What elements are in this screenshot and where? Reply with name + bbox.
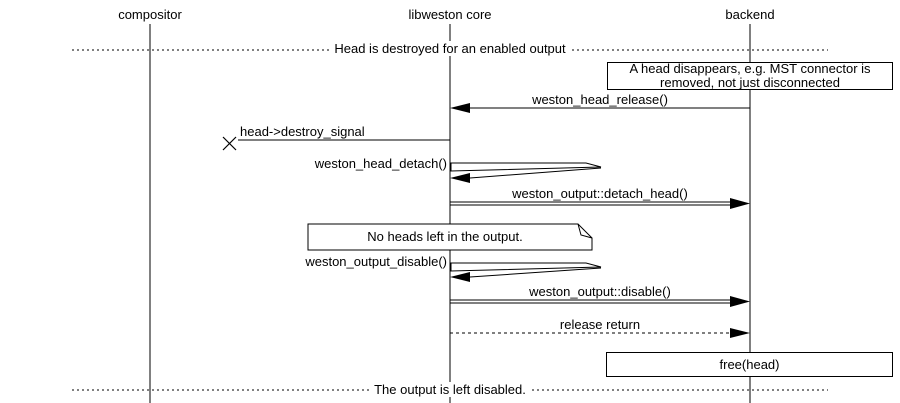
return-message-release [450, 328, 750, 338]
note-head-disappears-text: A head disappears, e.g. MST connector is… [629, 61, 871, 90]
message-label-head-detach: weston_head_detach() [314, 156, 447, 171]
action-free-head-text: free(head) [719, 356, 780, 372]
note-fold-icon [577, 223, 593, 239]
participant-libweston-core: libweston core [408, 7, 492, 22]
lost-message-x-icon [222, 136, 237, 151]
participant-compositor: compositor [118, 7, 182, 22]
arrowhead-left-icon [450, 272, 470, 282]
message-label-output-disable-call: weston_output::disable() [529, 284, 671, 299]
divider-top: Head is destroyed for an enabled output [0, 41, 900, 56]
message-label-destroy-signal: head->destroy_signal [240, 124, 365, 139]
arrowhead-right-icon [730, 296, 750, 307]
arrowhead-right-icon [730, 328, 750, 338]
note-no-heads-shape [307, 223, 593, 251]
arrowhead-left-icon [450, 103, 470, 113]
method-call-output-disable [450, 296, 750, 307]
note-no-heads-text: No heads left in the output. [367, 229, 523, 244]
divider-bottom: The output is left disabled. [0, 382, 900, 397]
action-free-head: free(head) [606, 352, 893, 377]
method-call-detach-head [450, 198, 750, 209]
divider-bottom-label: The output is left disabled. [370, 382, 530, 397]
message-label-detach-head: weston_output::detach_head() [512, 186, 688, 201]
self-call-output-disable [450, 262, 602, 282]
message-label-head-release: weston_head_release() [532, 92, 668, 107]
participant-backend: backend [725, 7, 775, 22]
message-label-release-return: release return [559, 317, 641, 332]
divider-top-label: Head is destroyed for an enabled output [330, 41, 570, 56]
arrowhead-right-icon [730, 198, 750, 209]
note-head-disappears: A head disappears, e.g. MST connector is… [607, 62, 893, 90]
message-label-output-disable: weston_output_disable() [305, 254, 447, 269]
self-call-head-detach [450, 162, 602, 183]
arrowhead-left-icon [450, 173, 470, 183]
